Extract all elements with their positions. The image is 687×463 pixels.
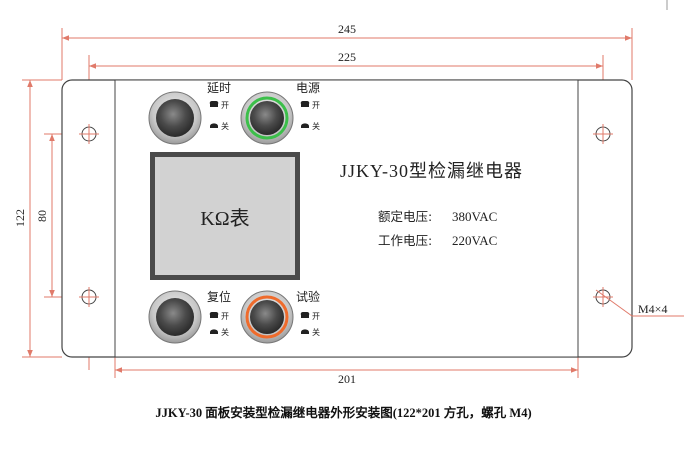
off-label: 关 (221, 327, 229, 337)
mounting-hole (593, 124, 613, 144)
indicator-group-top-right: 开 关 (300, 100, 320, 131)
off-label: 关 (312, 327, 320, 337)
rated-voltage-label: 额定电压: (378, 209, 432, 224)
mounting-hole (79, 124, 99, 144)
off-indicator-icon (210, 123, 218, 128)
indicator-group-top-left: 开 关 (209, 100, 229, 131)
dimension-overall-width (61, 28, 633, 80)
screw-leader (595, 289, 684, 317)
rated-voltage-value: 380VAC (452, 209, 497, 224)
off-label: 关 (312, 121, 320, 131)
product-title: JJKY-30型检漏继电器 (340, 161, 523, 181)
off-indicator-icon (301, 329, 309, 334)
indicator-group-bottom-right: 开 关 (300, 311, 320, 337)
hole-spacing-label: 225 (338, 50, 356, 64)
meter-face (155, 157, 295, 275)
meter-label: KΩ表 (200, 207, 249, 230)
overall-width-label: 245 (338, 22, 356, 36)
dimension-overall-height (22, 79, 62, 358)
working-voltage-value: 220VAC (452, 233, 497, 248)
delay-button[interactable] (148, 91, 202, 145)
on-label: 开 (312, 312, 320, 321)
on-label: 开 (221, 101, 229, 110)
screw-spec-label: M4×4 (638, 302, 667, 316)
off-indicator-icon (301, 123, 309, 128)
off-label: 关 (221, 121, 229, 131)
cutout-width-label: 201 (338, 372, 356, 386)
on-indicator-icon (209, 100, 219, 107)
mounting-holes (79, 124, 613, 307)
test-button-label: 试验 (296, 289, 320, 304)
delay-button-label: 延时 (207, 81, 231, 95)
working-voltage-label: 工作电压: (378, 233, 432, 248)
reset-button-label: 复位 (207, 289, 231, 304)
mounting-hole (593, 287, 613, 307)
power-button-label: 电源 (296, 81, 320, 95)
on-indicator-icon (209, 311, 219, 318)
reset-button[interactable] (148, 290, 202, 344)
off-indicator-icon (210, 329, 218, 334)
indicator-group-bottom-left: 开 关 (209, 311, 229, 337)
on-label: 开 (312, 101, 320, 110)
overall-height-label: 122 (13, 209, 27, 227)
mounting-hole (79, 287, 99, 307)
on-indicator-icon (300, 311, 310, 318)
on-indicator-icon (300, 100, 310, 107)
test-button[interactable] (240, 290, 294, 344)
on-label: 开 (221, 312, 229, 321)
power-button[interactable] (240, 91, 294, 145)
figure-caption: JJKY-30 面板安装型检漏继电器外形安装图(122*201 方孔，螺孔 M4… (155, 406, 532, 420)
hole-vertical-label: 80 (35, 210, 49, 222)
